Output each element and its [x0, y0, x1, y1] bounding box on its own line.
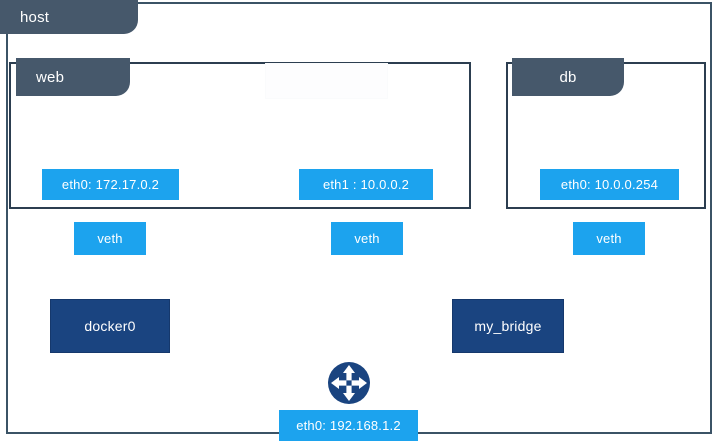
docker0-bridge-label: docker0 — [84, 318, 136, 334]
web-eth1-box: eth1 : 10.0.0.2 — [299, 169, 433, 200]
veth-docker0-box: veth — [74, 222, 146, 255]
db-eth0-box: eth0: 10.0.0.254 — [540, 169, 679, 200]
web-eth1-label: eth1 : 10.0.0.2 — [322, 177, 410, 192]
veth-my-bridge-db-box: veth — [573, 222, 645, 255]
veth-my-bridge-web-box: veth — [331, 222, 403, 255]
db-container-label: db — [559, 68, 577, 86]
db-eth0-label: eth0: 10.0.0.254 — [560, 177, 659, 192]
web-inner-ghost-rect — [265, 63, 388, 99]
host-eth0-label: eth0: 192.168.1.2 — [296, 418, 401, 433]
db-container-tab: db — [512, 58, 624, 96]
host-tab-label: host — [20, 8, 50, 26]
my-bridge-box: my_bridge — [452, 299, 564, 353]
veth-my-bridge-web-label: veth — [354, 231, 380, 246]
veth-my-bridge-db-label: veth — [596, 231, 622, 246]
web-container-tab: web — [16, 58, 130, 96]
veth-docker0-label: veth — [97, 231, 123, 246]
web-eth0-box: eth0: 172.17.0.2 — [42, 169, 179, 200]
my-bridge-label: my_bridge — [474, 318, 542, 334]
router-icon — [326, 360, 372, 406]
host-tab: host — [0, 0, 138, 34]
docker0-bridge-box: docker0 — [50, 299, 170, 353]
host-eth0-box: eth0: 192.168.1.2 — [279, 410, 418, 441]
web-eth0-label: eth0: 172.17.0.2 — [61, 177, 160, 192]
web-container-label: web — [36, 68, 65, 86]
